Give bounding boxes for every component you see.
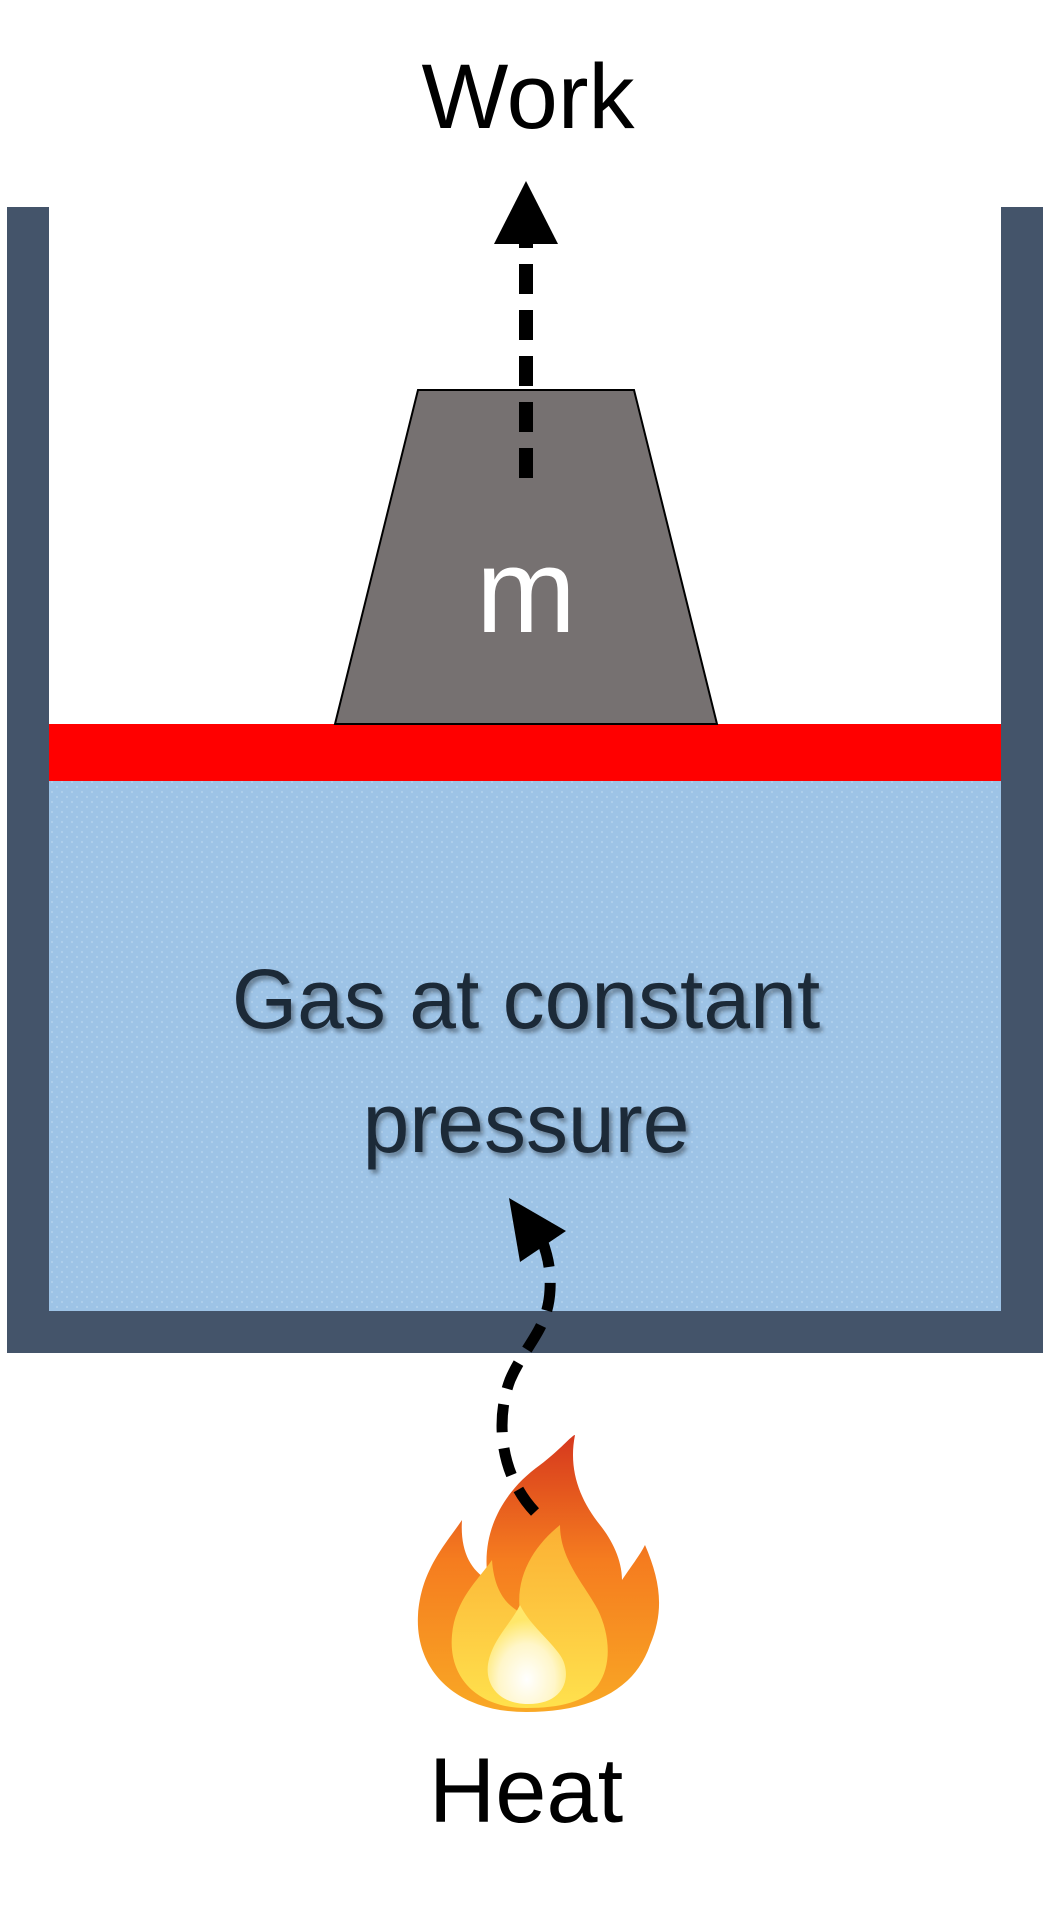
container-left-wall xyxy=(7,207,49,1353)
gas-label: Gas at constant pressure xyxy=(232,952,820,1170)
dashed-curved-arrow-icon xyxy=(496,1198,566,1516)
container xyxy=(7,207,1043,1353)
mass-label: m xyxy=(476,524,576,658)
piston xyxy=(49,724,1001,781)
gas-label-line2: pressure xyxy=(363,1076,690,1170)
gas-label-line1: Gas at constant xyxy=(232,952,820,1046)
mass-block xyxy=(333,389,719,725)
container-right-wall xyxy=(1001,207,1043,1353)
flame-icon xyxy=(417,1435,660,1712)
dashed-up-arrow-icon xyxy=(494,181,558,478)
work-label: Work xyxy=(422,46,636,148)
heat-label: Heat xyxy=(429,1740,623,1842)
